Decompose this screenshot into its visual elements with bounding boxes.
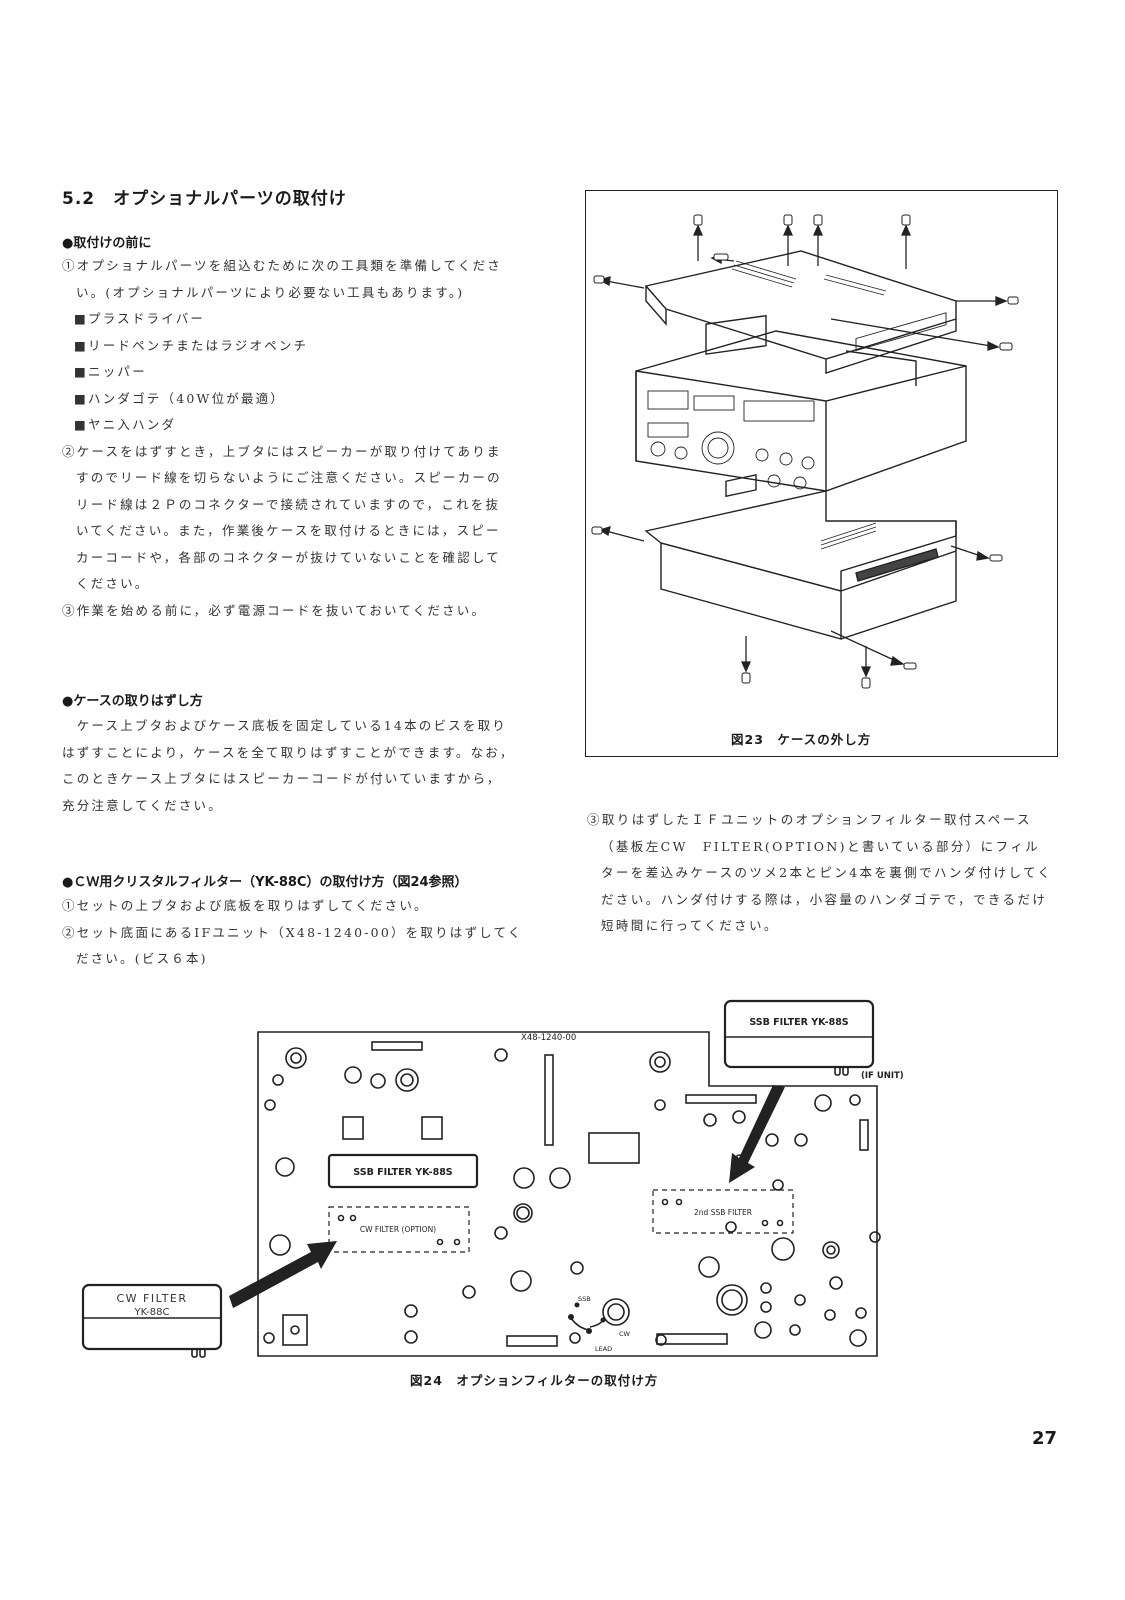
item2-line5: カーコードや，各部のコネクターが抜けていないことを確認して: [76, 549, 501, 565]
right-line4: ださい。ハンダ付けする際は，小容量のハンダゴテで，できるだけ: [601, 891, 1048, 907]
arrow-ssb: [729, 1085, 785, 1183]
case-line4: 充分注意してください。: [62, 797, 223, 813]
case-line1: ケース上ブタおよびケース底板を固定している14本のビスを取り: [62, 718, 507, 733]
before-list: ①オプショナルパーツを組込むために次の工具類を準備してくださ い。(オプショナル…: [62, 253, 502, 624]
radio-body: [635, 330, 967, 492]
item2-line3: リード線は２Ｐのコネクターで接続されていますので，これを抜: [76, 496, 501, 512]
tool-4: ■ハンダゴテ（40W位が最適）: [74, 390, 286, 406]
before-heading: ●取付けの前に: [62, 236, 152, 251]
case-removal-heading: ●ケースの取りはずし方: [62, 694, 203, 709]
case-removal-text: ケース上ブタおよびケース底板を固定している14本のビスを取り はずすことにより，…: [62, 713, 515, 819]
figure-23: 図23 ケースの外し方: [585, 190, 1058, 757]
right-line1: ③取りはずしたＩＦユニットのオプションフィルター取付スペース: [587, 812, 1032, 827]
tool-1: ■プラスドライバー: [74, 311, 206, 326]
lead-small-label: LEAD: [595, 1345, 612, 1353]
item2-line1: ②ケースをはずすとき，上ブタにはスピーカーが取り付けてありま: [62, 443, 502, 459]
cw-filter-label-1: CW FILTER: [116, 1292, 187, 1305]
cw-step2-line1: ②セット底面にあるIFユニット（X48-1240-00）を取りはずしてく: [62, 924, 523, 940]
cw-filter-heading: ●ＣＷ用クリスタルフィルター（YK-88C）の取付け方（図24参照）: [62, 875, 468, 890]
cw-filter-steps: ①セットの上ブタおよび底板を取りはずしてください。 ②セット底面にあるIFユニッ…: [62, 893, 523, 973]
cw-filter-option-slot: [328, 1206, 470, 1253]
ssb-filter-on-board: [327, 1153, 479, 1189]
fig24-caption: 図24 オプションフィルターの取付け方: [410, 1373, 659, 1388]
item3: ③作業を始める前に，必ず電源コードを抜いておいてください。: [62, 602, 487, 618]
page-number: 27: [1031, 1428, 1057, 1449]
right-paragraph: ③取りはずしたＩＦユニットのオプションフィルター取付スペース （基板左CW FI…: [587, 807, 1052, 940]
cw-step2-line2: ださい。(ビス６本): [76, 951, 208, 966]
right-line5: 短時間に行ってください。: [601, 918, 779, 933]
right-line3: ターを差込みケースのツメ2本とピン4本を裏側でハンダ付けしてく: [601, 865, 1053, 880]
case-line3: このときケース上ブタにはスピーカーコードが付いていますから，: [62, 771, 502, 786]
tool-2: ■リードペンチまたはラジオペンチ: [74, 337, 309, 353]
arrow-cw: [229, 1241, 337, 1308]
cw-small-label: CW: [619, 1330, 631, 1338]
right-line2: （基板左CW FILTER(OPTION)と書いている部分）にフィル: [601, 838, 1041, 854]
ssb-filter-board-label: SSB FILTER YK-88S: [353, 1167, 452, 1178]
ssb-filter-top-label: SSB FILTER YK-88S: [749, 1017, 848, 1028]
cw-filter-yk88c: [81, 1283, 223, 1351]
case-line2: はずすことにより，ケースを全て取りはずすことができます。なお，: [62, 744, 515, 760]
item2-line6: ください。: [76, 576, 150, 591]
cw-step1: ①セットの上ブタおよび底板を取りはずしてください。: [62, 898, 429, 913]
cw-option-label: CW FILTER (OPTION): [360, 1225, 436, 1234]
item1-line2: い。(オプショナルパーツにより必要ない工具もあります。): [76, 284, 465, 300]
tool-3: ■ニッパー: [74, 364, 147, 379]
if-unit-board: [257, 1031, 878, 1357]
tool-5: ■ヤニ入ハンダ: [74, 417, 177, 432]
ssb-small-label: SSB: [578, 1295, 591, 1303]
if-unit-label: (IF UNIT): [861, 1071, 904, 1081]
second-ssb-label: 2nd SSB FILTER: [694, 1208, 752, 1217]
case-exploded-illustration: [591, 214, 1019, 689]
fig23-caption: 図23 ケースの外し方: [731, 732, 872, 747]
ssb-filter-yk88s: [723, 999, 875, 1069]
second-ssb-filter-slot: [652, 1189, 794, 1234]
bottom-case: [644, 490, 957, 592]
cw-filter-label-2: YK-88C: [134, 1307, 170, 1318]
item2-line4: いてください。また，作業後ケースを取付けるときには，スピー: [76, 523, 501, 538]
board-number-label: X48-1240-00: [521, 1033, 576, 1043]
item1-line1: ①オプショナルパーツを組込むために次の工具類を準備してくださ: [62, 258, 503, 273]
section-title: 5.2 オプショナルパーツの取付け: [62, 189, 347, 209]
item2-line2: すのでリード線を切らないようにご注意ください。スピーカーの: [76, 470, 502, 485]
top-cover: [644, 250, 957, 360]
figure-24: X48-1240-00 SSB FILTER YK-88S SSB FILTER…: [81, 999, 904, 1358]
